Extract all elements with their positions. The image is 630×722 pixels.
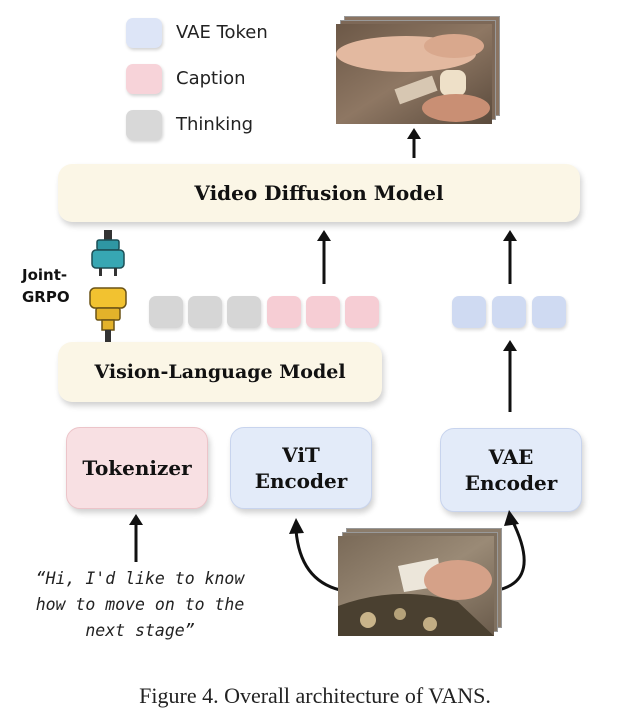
arrow-tokens-to-vdm xyxy=(317,230,331,284)
caption-token xyxy=(306,296,340,328)
input-text-line2: how to move on to the xyxy=(35,595,245,614)
legend-swatch-caption xyxy=(126,64,162,94)
legend-label-vae-token: VAE Token xyxy=(176,22,268,43)
input-text-line1: “Hi, I'd like to know xyxy=(35,569,245,588)
input-video-frames xyxy=(338,528,502,636)
output-video-frames xyxy=(336,16,502,126)
joint-grpo-line1: Joint- xyxy=(22,266,68,284)
legend-label-caption: Caption xyxy=(176,68,246,89)
output-frame-image xyxy=(336,24,492,124)
thinking-token xyxy=(149,296,183,328)
arrow-to-output xyxy=(407,128,421,158)
tokenizer-box: Tokenizer xyxy=(66,427,208,509)
thinking-token xyxy=(227,296,261,328)
input-text-prompt: “Hi, I'd like to know how to move on to … xyxy=(16,566,264,644)
arrow-text-to-tokenizer xyxy=(129,514,143,562)
vae-encoder-box: VAE Encoder xyxy=(440,428,582,512)
arrow-vae-encoder-to-tokens xyxy=(503,340,517,412)
caption-token xyxy=(345,296,379,328)
legend-swatch-thinking xyxy=(126,110,162,140)
joint-grpo-line2: GRPO xyxy=(22,288,70,306)
vit-encoder-label-line2: Encoder xyxy=(254,469,348,493)
vae-token xyxy=(532,296,566,328)
vae-encoder-label-line2: Encoder xyxy=(464,471,558,495)
legend-label-thinking: Thinking xyxy=(176,114,254,135)
curved-arrows xyxy=(289,510,526,592)
video-diffusion-model-box: Video Diffusion Model xyxy=(58,164,580,222)
vision-language-model-box: Vision-Language Model xyxy=(58,342,382,402)
vae-token xyxy=(452,296,486,328)
vae-encoder-label-line1: VAE xyxy=(488,445,534,469)
figure-caption: Figure 4. Overall architecture of VANS. xyxy=(139,683,491,708)
joint-grpo-label: Joint- GRPO xyxy=(22,264,70,308)
input-frame-image xyxy=(338,536,494,636)
thinking-token xyxy=(188,296,222,328)
vision-language-model-label: Vision-Language Model xyxy=(94,361,346,383)
vae-token xyxy=(492,296,526,328)
vit-encoder-label-line1: ViT xyxy=(282,443,320,467)
vit-encoder-box: ViT Encoder xyxy=(230,427,372,509)
input-text-line3: next stage” xyxy=(85,621,195,640)
arrow-vae-tokens-to-vdm xyxy=(503,230,517,284)
tokenizer-label: Tokenizer xyxy=(82,456,192,480)
video-diffusion-model-label: Video Diffusion Model xyxy=(194,181,444,205)
caption-token xyxy=(267,296,301,328)
plug-icon xyxy=(89,230,127,346)
legend-swatch-vae-token xyxy=(126,18,162,48)
